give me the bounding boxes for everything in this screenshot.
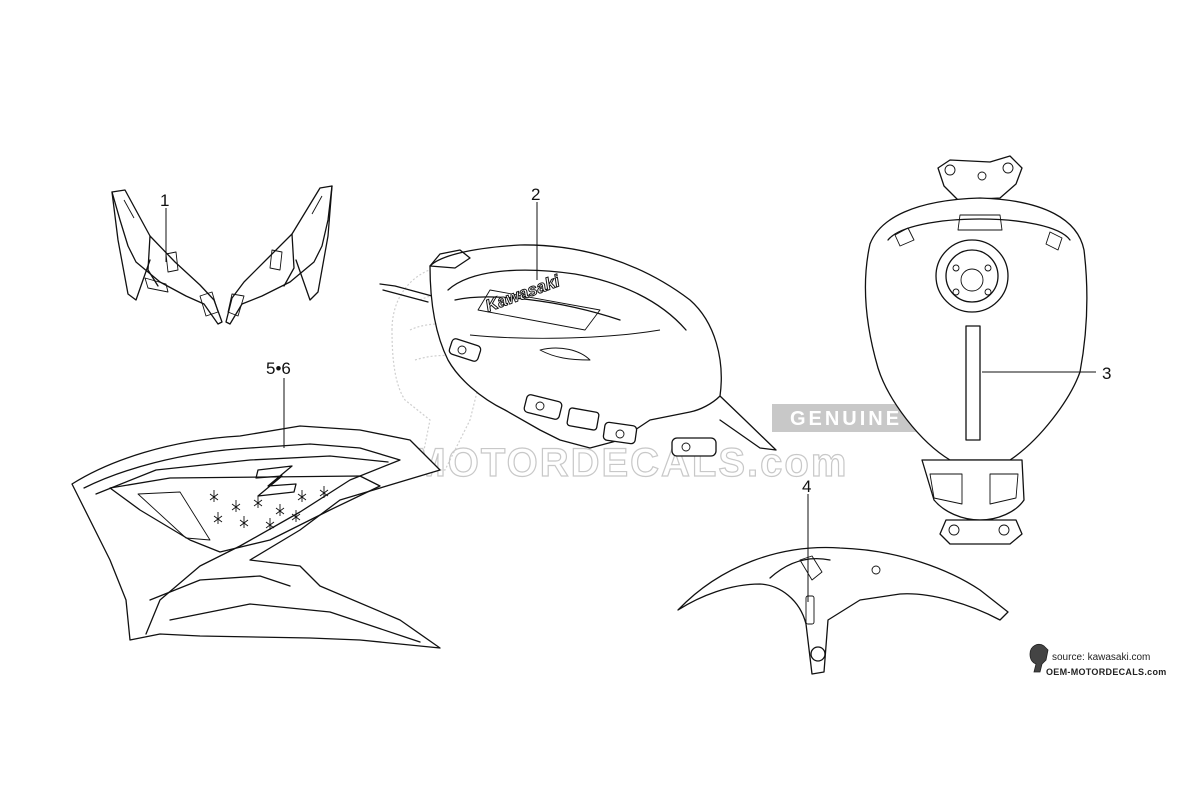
label-3[interactable]: 3: [1102, 364, 1111, 383]
part-4-front-fender[interactable]: [677, 546, 1009, 675]
watermark-genuine: GENUINE: [790, 408, 902, 430]
tank-slot-1: [448, 338, 482, 362]
part-1-front-cowl[interactable]: [111, 185, 333, 325]
tank-slot-5: [671, 437, 717, 457]
tank-slot-2: [523, 394, 563, 420]
part-2-fuel-tank[interactable]: Kawasaki: [379, 244, 777, 457]
label-1[interactable]: 1: [160, 191, 169, 210]
tank-slot-3: [566, 407, 600, 431]
source-line: source: kawasaki.com: [1052, 652, 1150, 663]
fender-decal: [805, 595, 815, 625]
label-5-6[interactable]: 5•6: [266, 359, 291, 378]
watermark-genuine-box: [772, 404, 920, 432]
part-5-6-shroud[interactable]: [71, 425, 441, 649]
source-credit: source: kawasaki.com OEM-MOTORDECALS.com: [1029, 644, 1167, 677]
part-3-fuel-tank-top[interactable]: [864, 155, 1088, 545]
tank-top-stripe: [965, 325, 981, 441]
label-2[interactable]: 2: [531, 185, 540, 204]
tank-slot-4: [602, 421, 638, 445]
mascot-icon: [1029, 644, 1049, 673]
label-4[interactable]: 4: [802, 477, 811, 496]
source-site: OEM-MOTORDECALS.com: [1046, 667, 1167, 677]
shroud-pattern: [209, 486, 329, 530]
